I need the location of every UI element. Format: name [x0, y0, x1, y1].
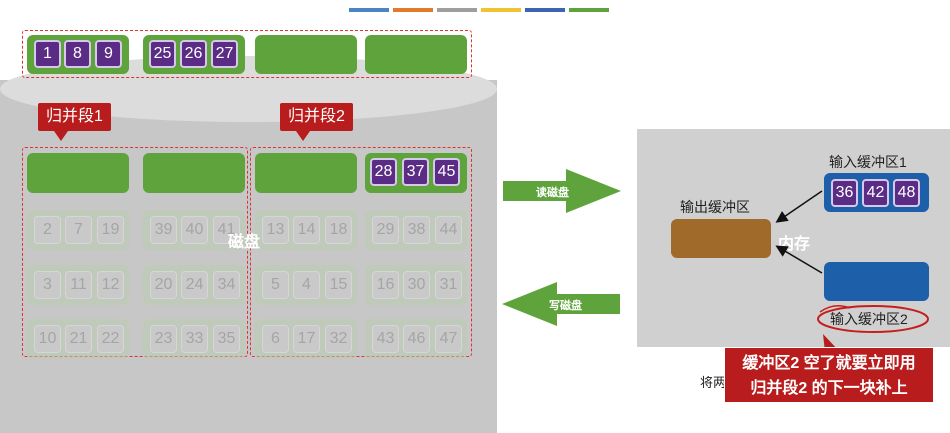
strip-green: [569, 8, 609, 12]
disk-cell-faded: 2: [34, 216, 61, 244]
disk-cell-faded: 5: [262, 271, 289, 299]
strip-orange: [393, 8, 433, 12]
segment-1-group: [22, 147, 248, 357]
annotation-line-2: 归并段2 的下一块补上: [750, 380, 908, 397]
disk-cell-faded: 12: [97, 271, 124, 299]
disk-cell-faded: 31: [435, 271, 462, 299]
disk-cell-faded: 14: [293, 216, 320, 244]
output-buffer-label: 输出缓冲区: [680, 199, 750, 215]
input-buffer-2-label: 输入缓冲区2: [830, 311, 908, 327]
disk-cell: 28: [370, 158, 397, 186]
disk-cell-faded: 24: [181, 271, 208, 299]
disk-cell-faded: 33: [181, 325, 208, 353]
segment-2-label: 归并段2: [280, 103, 353, 131]
input-buffer-2: [824, 262, 929, 301]
disk-cell-faded: 41: [213, 216, 240, 244]
strip-gray: [437, 8, 477, 12]
memory-cell: 26: [180, 40, 207, 68]
annotation-box: 缓冲区2 空了就要立即用 归并段2 的下一块补上: [724, 347, 934, 403]
disk-cell-faded: 10: [34, 325, 61, 353]
memory-cell: 25: [149, 40, 176, 68]
disk-cell-faded: 35: [213, 325, 240, 353]
disk-cell-faded: 39: [150, 216, 177, 244]
memory-block-4: [365, 35, 467, 74]
write-disk-arrow: [502, 282, 620, 326]
disk-cell-faded: 4: [293, 271, 320, 299]
strip-blue: [349, 8, 389, 12]
disk-cell-faded: 15: [325, 271, 352, 299]
memory-cell: 1: [34, 40, 61, 68]
disk-cell-faded: 20: [150, 271, 177, 299]
disk-cell-faded: 29: [372, 216, 399, 244]
memory-cell: 9: [95, 40, 122, 68]
disk-cell: 45: [433, 158, 460, 186]
disk-cell-faded: 40: [181, 216, 208, 244]
disk-cell-faded: 16: [372, 271, 399, 299]
buffer-cell: 42: [862, 179, 889, 207]
merge-arrows: [775, 190, 823, 274]
segment-2-pointer: [296, 131, 310, 141]
disk-cell-faded: 38: [403, 216, 430, 244]
disk-cell-faded: 44: [435, 216, 462, 244]
segment-1-label: 归并段1: [38, 103, 111, 131]
strip-darkblue: [525, 8, 565, 12]
disk-cell-faded: 32: [325, 325, 352, 353]
read-disk-arrow: [503, 169, 621, 213]
disk-cell-faded: 30: [403, 271, 430, 299]
disk-cell-faded: 18: [325, 216, 352, 244]
disk-cell-faded: 13: [262, 216, 289, 244]
annotation-line-1: 缓冲区2 空了就要立即用: [742, 355, 916, 372]
disk-label: 磁盘: [228, 234, 261, 251]
partial-hidden-text: 将两: [700, 375, 727, 390]
disk-cylinder-body: [0, 80, 497, 433]
write-disk-label: 写磁盘: [549, 300, 582, 312]
disk-block: [255, 153, 357, 193]
disk-cell-faded: 3: [34, 271, 61, 299]
read-disk-label: 读磁盘: [536, 187, 569, 199]
disk-block: [27, 153, 129, 193]
input-buffer-1-label: 输入缓冲区1: [829, 154, 907, 170]
disk-cell-faded: 46: [403, 325, 430, 353]
buffer-cell: 48: [893, 179, 920, 207]
disk-cell-faded: 23: [150, 325, 177, 353]
highlight-circle: [817, 305, 929, 333]
output-buffer: [671, 219, 771, 258]
disk-cell-faded: 22: [97, 325, 124, 353]
memory-cell: 27: [211, 40, 238, 68]
disk-cell-faded: 6: [262, 325, 289, 353]
memory-row-group: [22, 30, 472, 78]
disk-cell-faded: 17: [293, 325, 320, 353]
disk-cell-faded: 19: [97, 216, 124, 244]
disk-cell-faded: 11: [65, 271, 92, 299]
disk-cell-faded: 47: [435, 325, 462, 353]
disk-cell-faded: 7: [65, 216, 92, 244]
strip-yellow: [481, 8, 521, 12]
buffer-cell: 36: [831, 179, 858, 207]
disk-cell: 37: [402, 158, 429, 186]
disk-cell-faded: 43: [372, 325, 399, 353]
disk-cell-faded: 34: [213, 271, 240, 299]
segment-1-pointer: [54, 131, 68, 141]
memory-cell: 8: [64, 40, 91, 68]
disk-block: [143, 153, 245, 193]
memory-block-3: [255, 35, 357, 74]
disk-cell-faded: 21: [65, 325, 92, 353]
segment-2-group: [250, 147, 472, 357]
